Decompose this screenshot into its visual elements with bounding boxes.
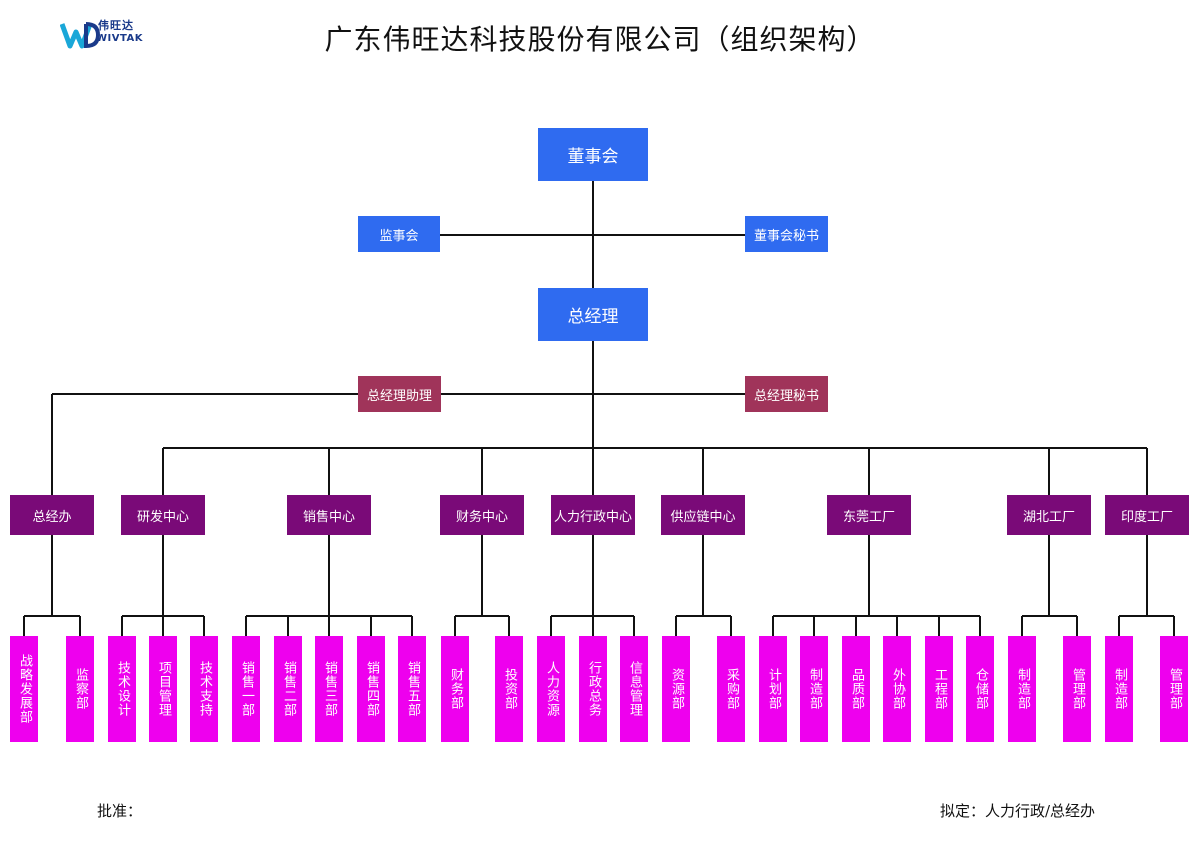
approval-label: 批准： (97, 802, 143, 820)
dept-node: 工程部 (925, 636, 953, 742)
dept-node: 制造部 (1008, 636, 1036, 742)
center-node: 总经办 (10, 495, 94, 535)
center-node: 研发中心 (121, 495, 205, 535)
center-node: 印度工厂 (1105, 495, 1189, 535)
dept-node: 监察部 (66, 636, 94, 742)
page-title: 广东伟旺达科技股份有限公司（组织架构） (324, 23, 876, 56)
board-secretary-node: 董事会秘书 (745, 216, 828, 252)
dept-node: 人力资源 (537, 636, 565, 742)
supervisors-node: 监事会 (358, 216, 440, 252)
dept-node: 资源部 (662, 636, 690, 742)
dept-node: 财务部 (441, 636, 469, 742)
dept-node: 项目管理 (149, 636, 177, 742)
logo-text-cn: 伟旺达 (98, 19, 134, 32)
dept-node: 销售四部 (357, 636, 385, 742)
board-node: 董事会 (538, 128, 648, 181)
logo-text-en: WIVTAK (96, 33, 144, 44)
gm-assistant-node: 总经理助理 (358, 376, 441, 412)
dept-node: 战略发展部 (10, 636, 38, 742)
center-node: 供应链中心 (661, 495, 745, 535)
dept-node: 管理部 (1160, 636, 1188, 742)
center-node: 财务中心 (440, 495, 524, 535)
center-node: 湖北工厂 (1007, 495, 1091, 535)
dept-node: 销售三部 (315, 636, 343, 742)
dept-node: 技术支持 (190, 636, 218, 742)
drafted-by-label: 拟定：人力行政/总经办 (940, 802, 1096, 820)
center-node: 销售中心 (287, 495, 371, 535)
dept-node: 制造部 (1105, 636, 1133, 742)
dept-node: 行政总务 (579, 636, 607, 742)
dept-node: 计划部 (759, 636, 787, 742)
company-logo (60, 22, 101, 49)
general-manager-node: 总经理 (538, 288, 648, 341)
dept-node: 销售一部 (232, 636, 260, 742)
dept-node: 品质部 (842, 636, 870, 742)
dept-node: 销售二部 (274, 636, 302, 742)
dept-node: 外协部 (883, 636, 911, 742)
dept-node: 采购部 (717, 636, 745, 742)
dept-node: 技术设计 (108, 636, 136, 742)
gm-secretary-node: 总经理秘书 (745, 376, 828, 412)
center-node: 人力行政中心 (551, 495, 635, 535)
dept-node: 制造部 (800, 636, 828, 742)
dept-node: 仓储部 (966, 636, 994, 742)
dept-node: 管理部 (1063, 636, 1091, 742)
dept-node: 信息管理 (620, 636, 648, 742)
dept-node: 投资部 (495, 636, 523, 742)
center-node: 东莞工厂 (827, 495, 911, 535)
dept-node: 销售五部 (398, 636, 426, 742)
